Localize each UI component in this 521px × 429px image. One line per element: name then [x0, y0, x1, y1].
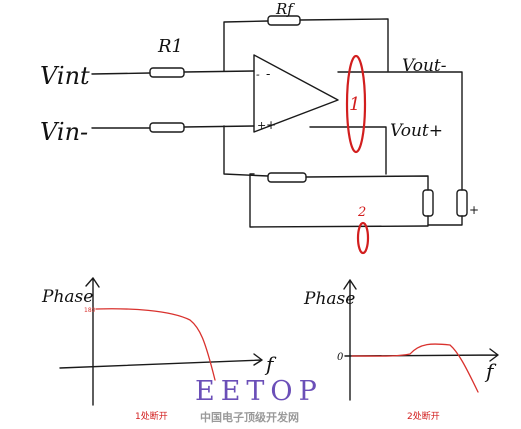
vin-minus-label: Vin-: [40, 118, 88, 146]
right-phase-curve: [351, 343, 479, 393]
vout-plus-label: Vout+: [390, 121, 443, 141]
right-plot-caption: 2处断开: [407, 410, 440, 422]
opamp-triangle: [253, 54, 339, 133]
right-phase-plot: Phase 0 f 2处断开: [303, 279, 499, 422]
vin-plus-label: Vint: [40, 62, 90, 90]
vin-plus-wire: [91, 72, 151, 75]
vout-plus-wire: [309, 126, 387, 175]
left-plot-x-axis: [59, 353, 263, 369]
break-point-2-mark: [356, 221, 370, 255]
opamp-inverting-sign: -: [266, 67, 270, 82]
opamp-noninverting-input-mark: +: [257, 119, 266, 132]
lower-feedback-right-wire: [305, 175, 429, 191]
r1-label: R1: [157, 36, 183, 57]
left-plot-caption: 1处断开: [135, 410, 168, 422]
vout-minus-label: Vout-: [402, 56, 447, 76]
lower-right-resistor: [422, 189, 434, 217]
right-plot-x-axis: [344, 348, 499, 362]
right-plot-ylabel: Phase: [303, 289, 355, 309]
eetop-subtitle: 中国电子顶级开发网: [200, 410, 299, 424]
left-phase-plot: Phase 180 f 1处断开: [41, 277, 277, 422]
right-pot-resistor: [456, 189, 468, 217]
left-plot-xlabel: f: [264, 352, 277, 376]
break-point-1-mark: [345, 54, 367, 154]
watermark: EETOP 中国电子顶级开发网: [195, 376, 323, 424]
vout-minus-wire: [337, 71, 463, 191]
left-plot-y-axis: [85, 277, 100, 406]
left-phase-curve: [95, 308, 216, 381]
right-plot-y-tick: 0: [337, 352, 344, 363]
rf-label: Rf: [275, 0, 295, 18]
lower-feedback-resistor: [267, 172, 307, 183]
break-point-2-label: 2: [357, 205, 366, 220]
right-plot-xlabel: f: [484, 359, 497, 383]
rf-feedback-right-wire: [299, 18, 389, 72]
r1-to-opamp-wire: [183, 70, 255, 73]
opamp-noninverting-sign: +: [266, 118, 276, 132]
right-plot-y-axis: [343, 279, 357, 401]
vin-minus-to-opamp-wire: [183, 125, 255, 128]
rf-feedback-left-wire: [223, 20, 269, 72]
pot-mark: +: [469, 203, 479, 217]
break-point-1-label: 1: [349, 94, 360, 115]
opamp-inverting-input-mark: -: [256, 68, 260, 81]
left-plot-y-tick: 180: [84, 307, 96, 314]
left-plot-ylabel: Phase: [41, 287, 93, 307]
circuit: - + - + + Vint Vin- R1: [40, 0, 479, 255]
noninv-feedback-wire: [223, 125, 269, 177]
right-pot-bottom-wire: [427, 215, 463, 226]
vin-minus-resistor: [149, 122, 185, 133]
eetop-logo: EETOP: [195, 376, 323, 407]
bottom-loop-wire: [249, 173, 429, 228]
r1-resistor: [149, 67, 185, 78]
